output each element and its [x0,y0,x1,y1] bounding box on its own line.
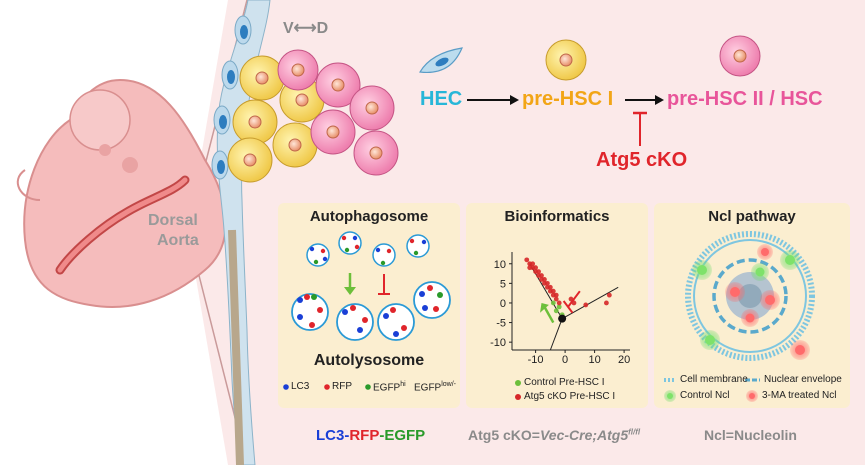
footer-lc3: LC3 [316,427,345,444]
legend-dot-rfp [324,384,330,390]
chart-x-tick-label: 10 [588,354,600,366]
legend-nuclear: Nuclear envelope [764,374,842,385]
footer-atg5: Atg5 cKO=Vec-Cre;Atg5fl/fl [468,427,640,443]
legend-control-ncl-icon [664,390,676,402]
chart-y-tick-label: 10 [494,259,506,271]
chart-y-tick-label: 5 [500,278,506,290]
legend-egfp-low-sup: low/- [441,381,457,388]
atg5-point [606,292,612,298]
legend-dot-egfp-hi [365,384,371,390]
hec-label: HEC [420,88,463,110]
dorsal-aorta-label-line1: Dorsal [148,212,198,229]
atg5-point [556,300,562,306]
legend-egfp-low-base: EGFP [414,382,442,394]
legend-control: Control Pre-HSC I [524,377,605,388]
autolysosome-title: Autolysosome [313,352,425,369]
legend-egfp-low: EGFPlow/- [414,381,456,393]
footer-atg5-prefix: Atg5 cKO= [468,427,540,443]
footer-ncl: Ncl=Nucleolin [704,427,797,443]
chart-red-inhibition-bar [562,300,574,314]
pre-hsc-1-label: pre-HSC I [522,88,614,110]
footer-egfp: EGFP [384,427,426,444]
atg5-point [583,302,589,308]
bioinformatics-title: Bioinformatics [504,208,610,225]
legend-lc3: LC3 [291,381,310,392]
legend-dot-control [515,380,521,386]
legend-rfp: RFP [332,381,352,392]
chart-y-tick-label: -5 [496,318,506,330]
chart-x-tick-label: 0 [562,354,568,366]
footer-atg5-italic: Vec-Cre;Atg5 [539,427,629,443]
control-point [556,304,562,310]
atg5-point [530,261,536,267]
pre-hsc-1-cell-icon [545,39,587,81]
autophagosome-vesicles [306,231,430,267]
atg5-point [547,284,553,290]
trajectory-node [558,314,567,323]
trajectory-branch-3 [549,318,563,351]
legend-egfp-hi-base: EGFP [373,382,401,394]
legend-membrane: Cell membrane [680,374,748,385]
atg5-point [536,269,541,274]
atg5-point [545,280,550,286]
trajectory-branch-2 [561,286,619,320]
footer-rfp: RFP [349,427,380,444]
atg5-point [550,288,556,294]
ncl-cell-diagram [685,231,815,361]
chart-x-tick-label: -10 [528,354,544,366]
red-inhibition-icon [378,274,390,295]
legend-control-ncl: Control Ncl [680,390,730,401]
autophagosome-title: Autophagosome [309,208,429,225]
cell-cluster [227,49,399,183]
hec-cell-icon [419,47,463,74]
legend-dot-atg5 [515,394,521,400]
ncl-title: Ncl pathway [708,208,796,225]
footer-dash-1: - [344,427,350,444]
footer-atg5-sup: fl/fl [628,427,641,437]
legend-treated-ncl: 3-MA treated Ncl [762,390,837,401]
chart-green-arrow [543,306,555,324]
orientation-label: V⟷D [283,20,329,37]
pre-hsc-2-label: pre-HSC II / HSC [667,88,823,110]
legend-treated-ncl-icon [746,390,758,402]
control-point [550,300,556,306]
chart-y-tick-label: 0 [500,298,506,310]
vessel-wall [211,0,271,465]
bioinformatics-chart: -10 0 10 20 10 5 0 -5 -10 [490,252,630,366]
footer-dash-2: - [379,427,385,444]
atg5-point [553,292,559,298]
chart-y-tick-label: -10 [490,337,506,349]
atg5-point [533,265,538,271]
pre-hsc-2-cell-icon [719,35,761,77]
pathway-arrow-2 [625,95,664,105]
inhibition-mark [633,111,647,146]
control-point [553,308,559,314]
atg5-point [542,277,547,282]
pathway-arrow-1 [467,95,519,105]
legend-atg5: Atg5 cKO Pre-HSC I [524,391,616,402]
footer-reporter: LC3-RFP-EGFP [316,427,425,444]
atg5-point [553,296,559,302]
dorsal-aorta-label-line2: Aorta [157,232,199,249]
chart-green-arrowhead [540,302,549,313]
chart-red-inhibition [567,290,581,308]
atg5-point [604,300,609,306]
legend-dot-lc3 [283,384,289,390]
green-arrow-icon [344,273,356,295]
atg5-point [539,273,544,278]
atg5-point [524,257,530,263]
embryo-illustration [16,78,227,308]
atg5-cko-label: Atg5 cKO [596,149,688,171]
autolysosome-vesicles [291,281,451,341]
atg5-point [527,265,533,271]
legend-egfp-hi: EGFPhi [373,381,406,393]
chart-x-tick-label: 20 [618,354,630,366]
legend-egfp-hi-sup: hi [400,381,406,388]
